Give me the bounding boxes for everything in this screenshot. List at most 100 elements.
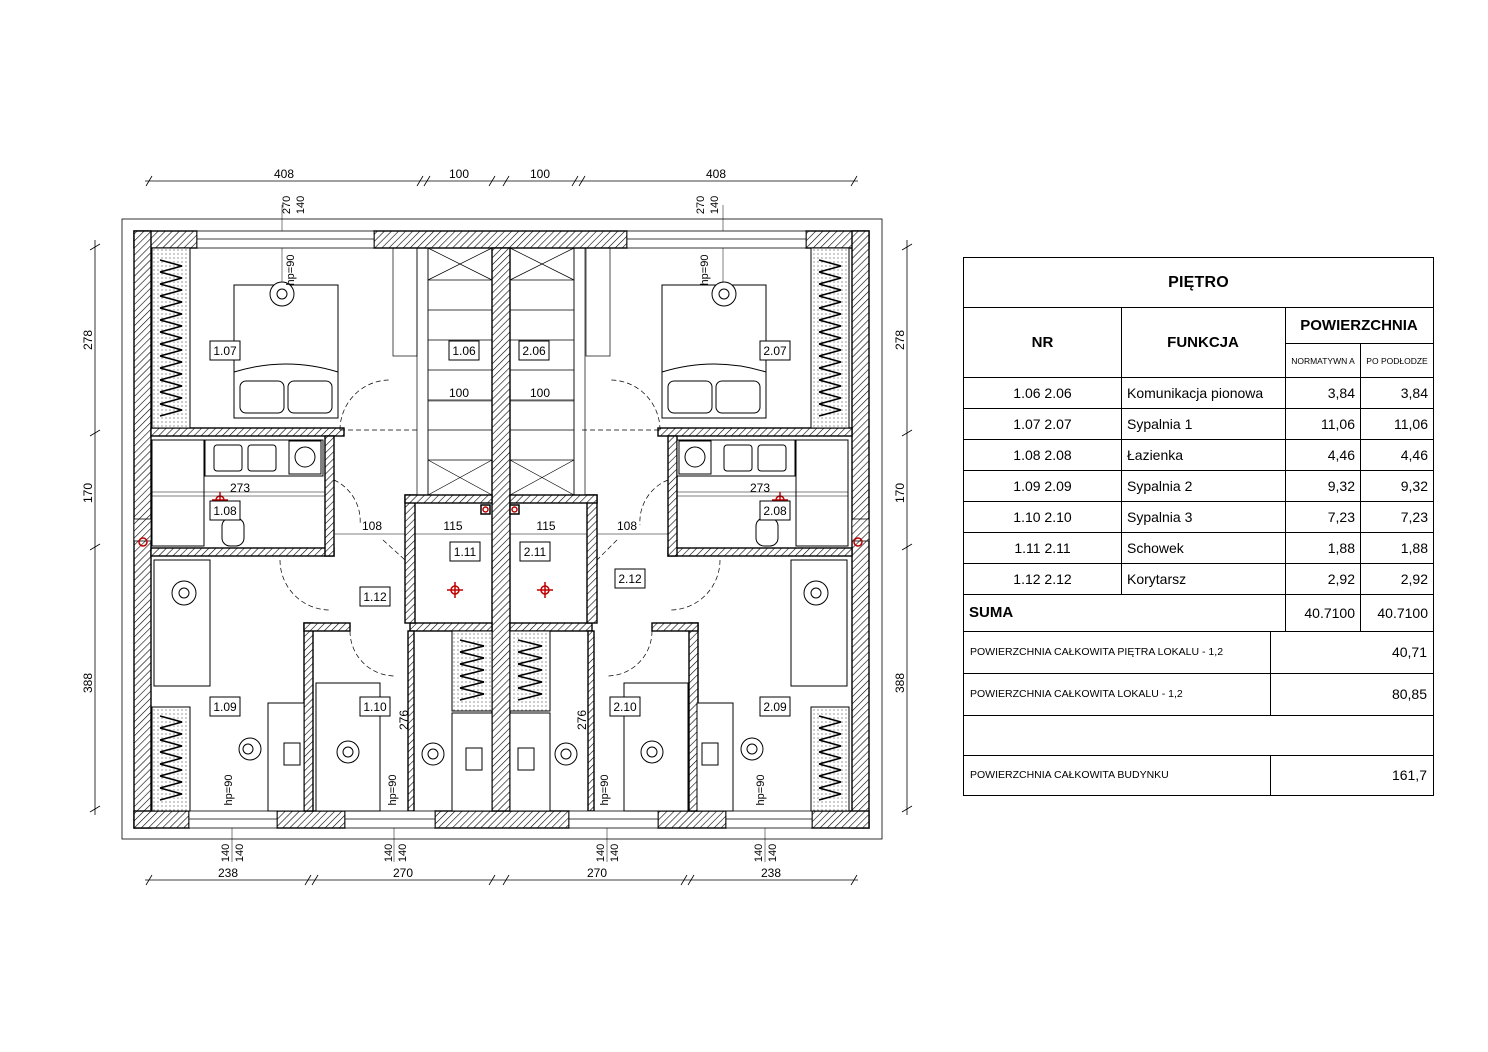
row-function: Sypalnia 1 bbox=[1127, 415, 1193, 432]
wardrobes bbox=[151, 247, 850, 812]
inner-dim-storage-right: 115 bbox=[536, 519, 555, 533]
table-rule bbox=[964, 563, 1433, 564]
inner-dim-bath-left: 273 bbox=[230, 481, 250, 495]
sum-label: SUMA bbox=[969, 604, 1014, 621]
row-function: Łazienka bbox=[1127, 446, 1184, 463]
row-nr: 1.07 2.07 bbox=[1013, 415, 1072, 432]
sill-height-label-6: hp=90 bbox=[755, 775, 767, 806]
inner-dim-wall-right: 276 bbox=[575, 710, 589, 730]
dim-top-right: 408 bbox=[706, 167, 726, 181]
inner-dim-wall-left: 276 bbox=[397, 710, 411, 730]
dim-bottom-left: 238 bbox=[218, 866, 238, 880]
total-label: POWIERZCHNIA CAŁKOWITA PIĘTRA LOKALU - 1… bbox=[970, 646, 1224, 658]
total-label: POWIERZCHNIA CAŁKOWITA BUDYNKU bbox=[970, 769, 1169, 781]
row-nr: 1.12 2.12 bbox=[1013, 570, 1072, 587]
desk-figures bbox=[171, 281, 829, 812]
header-function: FUNKCJA bbox=[1167, 333, 1239, 351]
room-label-2-07: 2.07 bbox=[763, 344, 787, 358]
table-rule bbox=[1270, 631, 1271, 715]
window-mark-bottom-1b: 140 bbox=[234, 844, 246, 862]
dim-bottom-mid-right: 270 bbox=[587, 866, 607, 880]
row-function: Sypalnia 3 bbox=[1127, 508, 1193, 525]
table-rule bbox=[964, 715, 1433, 716]
row-floor-area: 3,84 bbox=[1400, 384, 1428, 401]
row-nr: 1.08 2.08 bbox=[1013, 446, 1072, 463]
room-label-1-11: 1.11 bbox=[454, 545, 477, 559]
row-normative: 1,88 bbox=[1327, 539, 1355, 556]
inner-dim-hall-left: 108 bbox=[362, 519, 382, 533]
dim-left-bottom: 388 bbox=[81, 673, 95, 693]
room-label-2-09: 2.09 bbox=[763, 700, 787, 714]
row-floor-area: 11,06 bbox=[1394, 415, 1428, 432]
dim-left-mid: 170 bbox=[81, 483, 95, 503]
room-label-2-06: 2.06 bbox=[522, 344, 546, 358]
row-nr: 1.09 2.09 bbox=[1013, 477, 1072, 494]
room-label-2-12: 2.12 bbox=[618, 572, 642, 586]
dim-bottom-mid-left: 270 bbox=[393, 866, 413, 880]
table-rule bbox=[964, 631, 1433, 632]
table-title: PIĘTRO bbox=[1168, 273, 1229, 291]
row-normative: 9,32 bbox=[1327, 477, 1355, 494]
double-beds bbox=[233, 284, 767, 419]
room-label-1-12: 1.12 bbox=[363, 590, 387, 604]
window-mark-bottom-3b: 140 bbox=[609, 844, 621, 862]
room-label-2-08: 2.08 bbox=[763, 504, 787, 518]
row-floor-area: 2,92 bbox=[1400, 570, 1428, 587]
total-label: POWIERZCHNIA CAŁKOWITA LOKALU - 1,2 bbox=[970, 688, 1183, 700]
sill-height-label-1: hp=90 bbox=[285, 255, 297, 286]
sill-height-label-5: hp=90 bbox=[599, 775, 611, 806]
inner-dim-hall-right: 108 bbox=[617, 519, 637, 533]
table-rule bbox=[964, 673, 1433, 674]
area-table: PIĘTRO NR FUNKCJA POWIERZCHNIA NORMATYWN… bbox=[963, 257, 1434, 796]
dim-top-left: 408 bbox=[274, 167, 294, 181]
room-label-2-10: 2.10 bbox=[613, 700, 637, 714]
table-rule bbox=[964, 470, 1433, 471]
window-mark-bottom-2b: 140 bbox=[397, 844, 409, 862]
dim-right-mid: 170 bbox=[893, 483, 907, 503]
total-label-empty bbox=[964, 715, 1270, 755]
table-rule bbox=[1270, 755, 1271, 796]
header-floor-area: PO PODŁODZE bbox=[1366, 356, 1428, 366]
table-rule bbox=[964, 408, 1433, 409]
room-label-1-10: 1.10 bbox=[363, 700, 387, 714]
row-function: Schowek bbox=[1127, 539, 1184, 556]
window-mark-top-left-b: 140 bbox=[295, 196, 307, 214]
window-mark-top-left-a: 270 bbox=[281, 196, 293, 214]
header-area: POWIERZCHNIA bbox=[1300, 316, 1418, 334]
sill-height-label-4: hp=90 bbox=[387, 775, 399, 806]
room-label-1-06: 1.06 bbox=[452, 344, 476, 358]
table-rule bbox=[1285, 343, 1433, 344]
header-normative: NORMATYWN A bbox=[1291, 356, 1355, 366]
row-floor-area: 1,88 bbox=[1400, 539, 1428, 556]
dim-left-top: 278 bbox=[81, 330, 95, 350]
row-normative: 4,46 bbox=[1327, 446, 1355, 463]
row-normative: 7,23 bbox=[1327, 508, 1355, 525]
table-rule bbox=[964, 307, 1433, 308]
window-mark-bottom-4b: 140 bbox=[767, 844, 779, 862]
window-mark-top-right-a: 270 bbox=[695, 196, 707, 214]
dim-top-mid-right: 100 bbox=[530, 167, 550, 181]
row-normative: 3,84 bbox=[1327, 384, 1355, 401]
site-outline bbox=[121, 218, 883, 840]
room-label-1-07: 1.07 bbox=[213, 344, 237, 358]
table-rule bbox=[964, 594, 1433, 595]
table-rule bbox=[964, 755, 1433, 756]
table-rule bbox=[1121, 307, 1122, 594]
ventilation-points bbox=[138, 492, 863, 598]
total-value: 40,71 bbox=[1391, 644, 1427, 660]
windows bbox=[133, 230, 870, 829]
row-function: Sypalnia 2 bbox=[1127, 477, 1193, 494]
row-function: Korytarsz bbox=[1127, 570, 1187, 587]
floor-plan: 408 100 100 408 238 270 270 238 278 170 … bbox=[81, 167, 913, 886]
row-floor-area: 9,32 bbox=[1400, 477, 1428, 494]
row-nr: 1.10 2.10 bbox=[1013, 508, 1072, 525]
room-label-2-11: 2.11 bbox=[524, 545, 547, 559]
row-floor-area: 7,23 bbox=[1400, 508, 1428, 525]
window-mark-bottom-1a: 140 bbox=[220, 844, 232, 862]
header-nr: NR bbox=[1031, 333, 1054, 351]
dim-right-bottom: 388 bbox=[893, 673, 907, 693]
row-nr: 1.06 2.06 bbox=[1013, 384, 1072, 401]
row-floor-area: 4,46 bbox=[1400, 446, 1428, 463]
row-nr: 1.11 2.11 bbox=[1014, 539, 1071, 556]
inner-dim-storage-left: 115 bbox=[443, 519, 462, 533]
